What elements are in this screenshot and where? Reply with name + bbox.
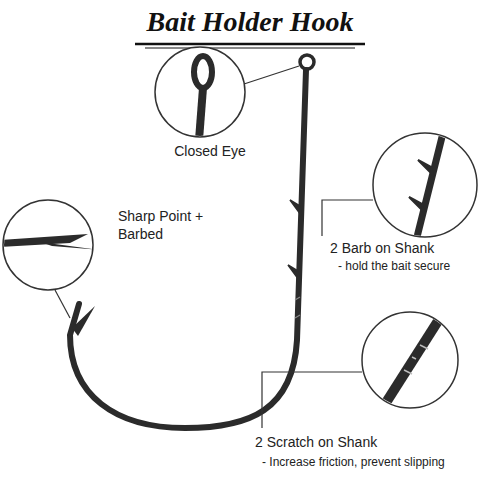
title-underline — [145, 48, 355, 49]
eye-callout — [155, 47, 299, 140]
scratch-callout — [262, 310, 458, 428]
title-underline — [135, 43, 365, 46]
point-callout — [0, 200, 100, 318]
barb-callout — [322, 125, 477, 245]
hook-barb — [72, 306, 95, 336]
part-label: Closed Eye — [174, 143, 246, 159]
hook-eye — [300, 55, 314, 69]
diagram-title: Bait Holder Hook — [147, 6, 354, 38]
shank-scratches — [295, 297, 300, 318]
note-label: - Increase friction, prevent slipping — [262, 455, 445, 469]
part-label: Sharp Point + Barbed — [118, 208, 223, 243]
shank-barbs — [288, 200, 301, 280]
part-label: 2 Scratch on Shank — [255, 434, 377, 450]
note-label: - hold the bait secure — [338, 259, 450, 273]
part-label: 2 Barb on Shank — [330, 240, 434, 256]
